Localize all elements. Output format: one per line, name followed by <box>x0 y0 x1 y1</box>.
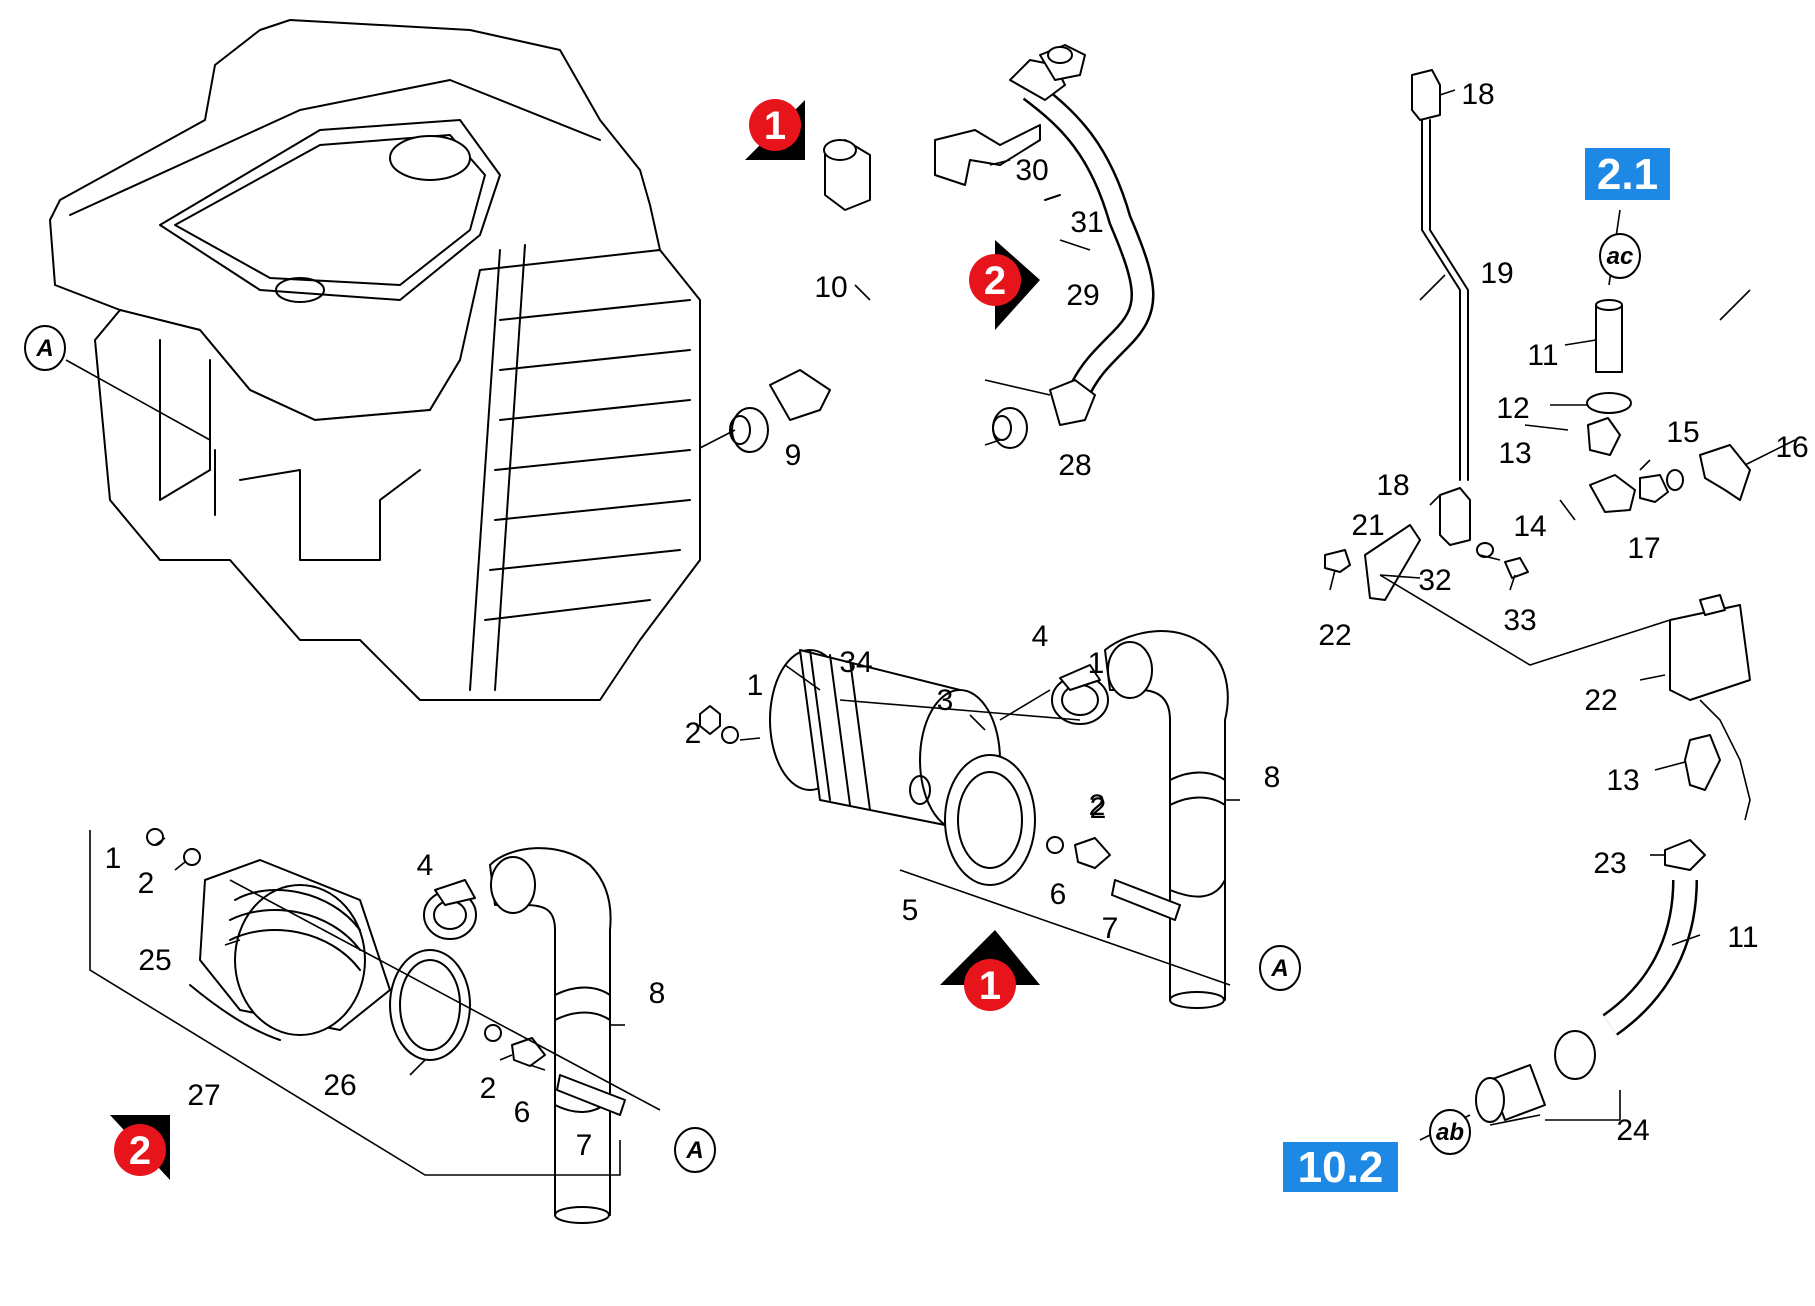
callout-27: 27 <box>187 1079 220 1112</box>
callout-33: 33 <box>1503 604 1536 637</box>
callout-13: 13 <box>1498 437 1531 470</box>
badge-number: 1 <box>979 964 1001 1008</box>
section-badge-1: 1 <box>745 99 805 160</box>
circle-label-A: A <box>24 325 66 371</box>
section-badge-1: 1 <box>940 930 1040 1011</box>
callout-22: 22 <box>1318 619 1351 652</box>
callout-1: 1 <box>1088 647 1105 680</box>
callout-4: 4 <box>1032 620 1049 653</box>
section-badge-2: 2 <box>110 1115 170 1180</box>
reference-box-label[interactable]: 2.1 <box>1597 150 1658 199</box>
badge-number: 2 <box>984 259 1006 303</box>
callout-2: 2 <box>685 717 702 750</box>
callout-2: 2 <box>480 1072 497 1105</box>
circle-label-ab: ab <box>1429 1109 1471 1155</box>
callout-6: 6 <box>1050 878 1067 911</box>
callout-25: 25 <box>138 944 171 977</box>
callout-10: 10 <box>814 271 847 304</box>
callout-32: 32 <box>1418 564 1451 597</box>
circled-labels: A A Aac ab <box>24 233 1641 1173</box>
hose-29-assembly <box>934 44 1155 449</box>
callout-16: 16 <box>1775 431 1808 464</box>
callout-18: 18 <box>1376 469 1409 502</box>
callout-18: 18 <box>1461 78 1494 111</box>
circle-label-text: ac <box>1607 243 1634 270</box>
callout-2: 2 <box>138 867 155 900</box>
circle-label-text: A <box>1270 955 1288 982</box>
callout-24: 24 <box>1616 1114 1649 1147</box>
callout-8: 8 <box>1264 761 1281 794</box>
reference-box-10.2[interactable]: 10.2 <box>1283 1142 1398 1192</box>
callout-11: 11 <box>1727 921 1758 954</box>
callout-4: 4 <box>417 849 434 882</box>
blue-reference-boxes: 2.1 10.2 <box>1283 148 1670 1192</box>
badge-number: 1 <box>764 104 786 148</box>
circle-label-text: A <box>685 1137 703 1164</box>
callout-34: 34 <box>839 646 872 679</box>
callout-6: 6 <box>514 1096 531 1129</box>
callout-14: 14 <box>1513 510 1546 543</box>
center-filter-assembly <box>699 630 1229 1009</box>
callout-29: 29 <box>1066 279 1099 312</box>
badge-number: 2 <box>129 1129 151 1173</box>
circle-label-ac: ac <box>1599 233 1641 279</box>
callout-7: 7 <box>576 1129 593 1162</box>
callout-2: 2 <box>1089 789 1106 822</box>
callout-17: 17 <box>1627 532 1660 565</box>
callout-2: 2 <box>1090 792 1107 825</box>
circle-label-text: A <box>35 335 53 362</box>
callout-21: 21 <box>1351 509 1384 542</box>
right-side-assembly <box>1324 69 1751 1123</box>
callout-9: 9 <box>785 439 802 472</box>
callout-31: 31 <box>1070 206 1103 239</box>
callout-26: 26 <box>323 1069 356 1102</box>
callout-30: 30 <box>1015 154 1048 187</box>
callout-22: 22 <box>1584 684 1617 717</box>
callout-11: 11 <box>1527 339 1558 372</box>
section-badge-2: 2 <box>969 240 1040 330</box>
circle-label-A: A <box>1259 945 1301 991</box>
callout-8: 8 <box>649 977 666 1010</box>
callout-7: 7 <box>1102 912 1119 945</box>
callout-19: 19 <box>1480 257 1513 290</box>
callout-28: 28 <box>1058 449 1091 482</box>
circle-label-text: ab <box>1436 1119 1464 1146</box>
lower-filter-assembly <box>146 828 626 1224</box>
callout-12: 12 <box>1496 392 1529 425</box>
circle-label-A: A <box>674 1127 716 1173</box>
callout-3: 3 <box>937 684 954 717</box>
callout-15: 15 <box>1666 416 1699 449</box>
reference-box-2.1[interactable]: 2.1 <box>1585 148 1670 200</box>
callout-5: 5 <box>902 894 919 927</box>
water-tank <box>49 19 701 701</box>
callout-1: 1 <box>747 669 764 702</box>
hose-10-assembly <box>729 139 888 453</box>
red-section-badges: 1 2 1 2 <box>110 99 1040 1180</box>
callout-1: 1 <box>105 842 122 875</box>
reference-box-label[interactable]: 10.2 <box>1298 1143 1384 1192</box>
callout-23: 23 <box>1593 847 1626 880</box>
callout-13: 13 <box>1606 764 1639 797</box>
